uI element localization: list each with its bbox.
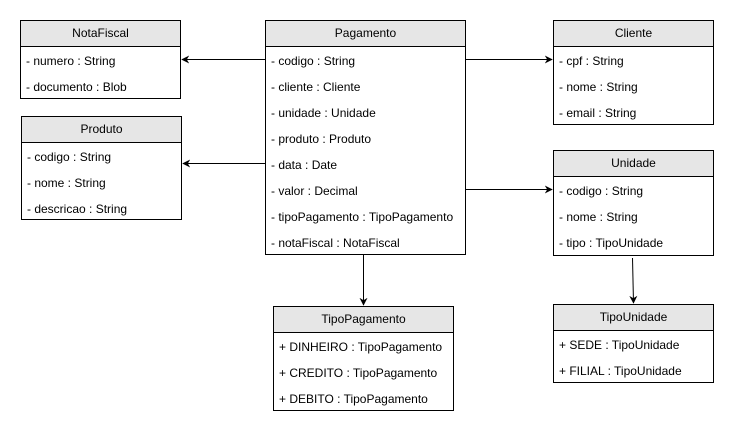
attribute-row: + CREDITO : TipoPagamento [279,366,438,380]
attribute-row: + SEDE : TipoUnidade [559,338,680,352]
attribute-row: - notaFiscal : NotaFiscal [271,236,400,250]
attribute-row: - codigo : String [559,184,644,198]
attribute-row: - nome : String [559,210,638,224]
attribute-row: - numero : String [26,54,116,68]
attribute-row: + DEBITO : TipoPagamento [279,392,428,406]
attribute-row: - unidade : Unidade [271,106,376,120]
attribute-row: - valor : Decimal [271,184,358,198]
class-tipopagamento-attributes: + DINHEIRO : TipoPagamento + CREDITO : T… [274,333,453,412]
class-tipopagamento-name: TipoPagamento [274,307,453,333]
arrow-unidade-to-tipounidade [629,257,638,304]
attribute-row: - descricao : String [27,202,128,216]
class-produto-attributes: - codigo : String - nome : String - desc… [22,143,181,222]
class-tipopagamento[interactable]: TipoPagamento + DINHEIRO : TipoPagamento… [273,306,454,411]
attribute-row: - documento : Blob [26,80,127,94]
class-cliente[interactable]: Cliente - cpf : String - nome : String -… [553,20,714,125]
attribute-row: - codigo : String [27,150,112,164]
attribute-row: - tipoPagamento : TipoPagamento [271,210,454,224]
class-produto-name: Produto [22,117,181,143]
attribute-row: - cliente : Cliente [271,80,361,94]
class-pagamento-attributes: - codigo : String - cliente : Cliente - … [266,47,465,256]
attribute-row: - nome : String [559,80,638,94]
attribute-row: - data : Date [271,158,338,172]
class-cliente-name: Cliente [554,21,713,47]
attribute-row: + DINHEIRO : TipoPagamento [279,340,443,354]
class-unidade-name: Unidade [554,151,713,177]
class-tipounidade[interactable]: TipoUnidade + SEDE : TipoUnidade + FILIA… [553,304,714,383]
class-unidade[interactable]: Unidade - codigo : String - nome : Strin… [553,150,714,256]
class-unidade-attributes: - codigo : String - nome : String - tipo… [554,177,713,256]
class-notafiscal[interactable]: NotaFiscal - numero : String - documento… [20,20,181,99]
attribute-row: - produto : Produto [271,132,372,146]
class-produto[interactable]: Produto - codigo : String - nome : Strin… [21,116,182,220]
class-pagamento[interactable]: Pagamento - codigo : String - cliente : … [265,20,466,255]
class-cliente-attributes: - cpf : String - nome : String - email :… [554,47,713,126]
class-tipounidade-name: TipoUnidade [554,305,713,331]
class-notafiscal-name: NotaFiscal [21,21,180,47]
attribute-row: - nome : String [27,176,106,190]
attribute-row: - email : String [559,106,637,120]
attribute-row: - tipo : TipoUnidade [559,236,664,250]
class-tipounidade-attributes: + SEDE : TipoUnidade + FILIAL : TipoUnid… [554,331,713,384]
attribute-row: + FILIAL : TipoUnidade [559,364,682,378]
class-notafiscal-attributes: - numero : String - documento : Blob [21,47,180,100]
attribute-row: - cpf : String [559,54,624,68]
attribute-row: - codigo : String [271,54,356,68]
class-pagamento-name: Pagamento [266,21,465,47]
